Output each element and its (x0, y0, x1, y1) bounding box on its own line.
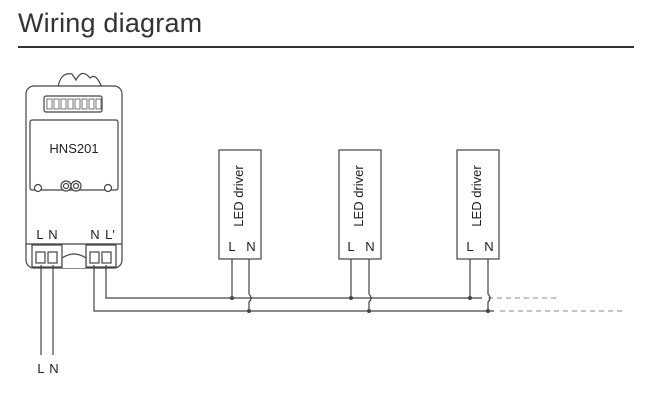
led-driver-2: LED driver L N (338, 149, 382, 313)
led-driver-label: LED driver (351, 165, 366, 227)
device-output-n: N (90, 227, 99, 242)
led-driver-label: LED driver (469, 165, 484, 227)
hns201-module (25, 72, 123, 269)
bus-wires (93, 265, 494, 312)
led-driver-terminal-n: N (246, 239, 255, 254)
led-driver-terminal-n: N (484, 239, 493, 254)
led-driver-terminal-l: L (228, 239, 235, 254)
supply-n: N (49, 361, 58, 376)
device-output-l-prime: L' (105, 227, 115, 242)
led-driver-terminal-l: L (347, 239, 354, 254)
device-name: HNS201 (49, 141, 98, 156)
led-driver-label: LED driver (231, 165, 246, 227)
led-driver-terminal-l: L (466, 239, 473, 254)
led-driver-terminal-n: N (365, 239, 374, 254)
supply-l: L (37, 361, 44, 376)
device-input-n: N (48, 227, 57, 242)
supply-wires (40, 265, 54, 355)
led-driver-1: LED driver L N (218, 149, 262, 313)
device-input-l: L (36, 227, 43, 242)
bus-dashed-continuation (488, 297, 626, 312)
page-title: Wiring diagram (18, 8, 203, 38)
dip-switch-icon (46, 98, 102, 110)
title-divider (18, 46, 634, 48)
led-driver-3: LED driver L N (456, 149, 500, 313)
